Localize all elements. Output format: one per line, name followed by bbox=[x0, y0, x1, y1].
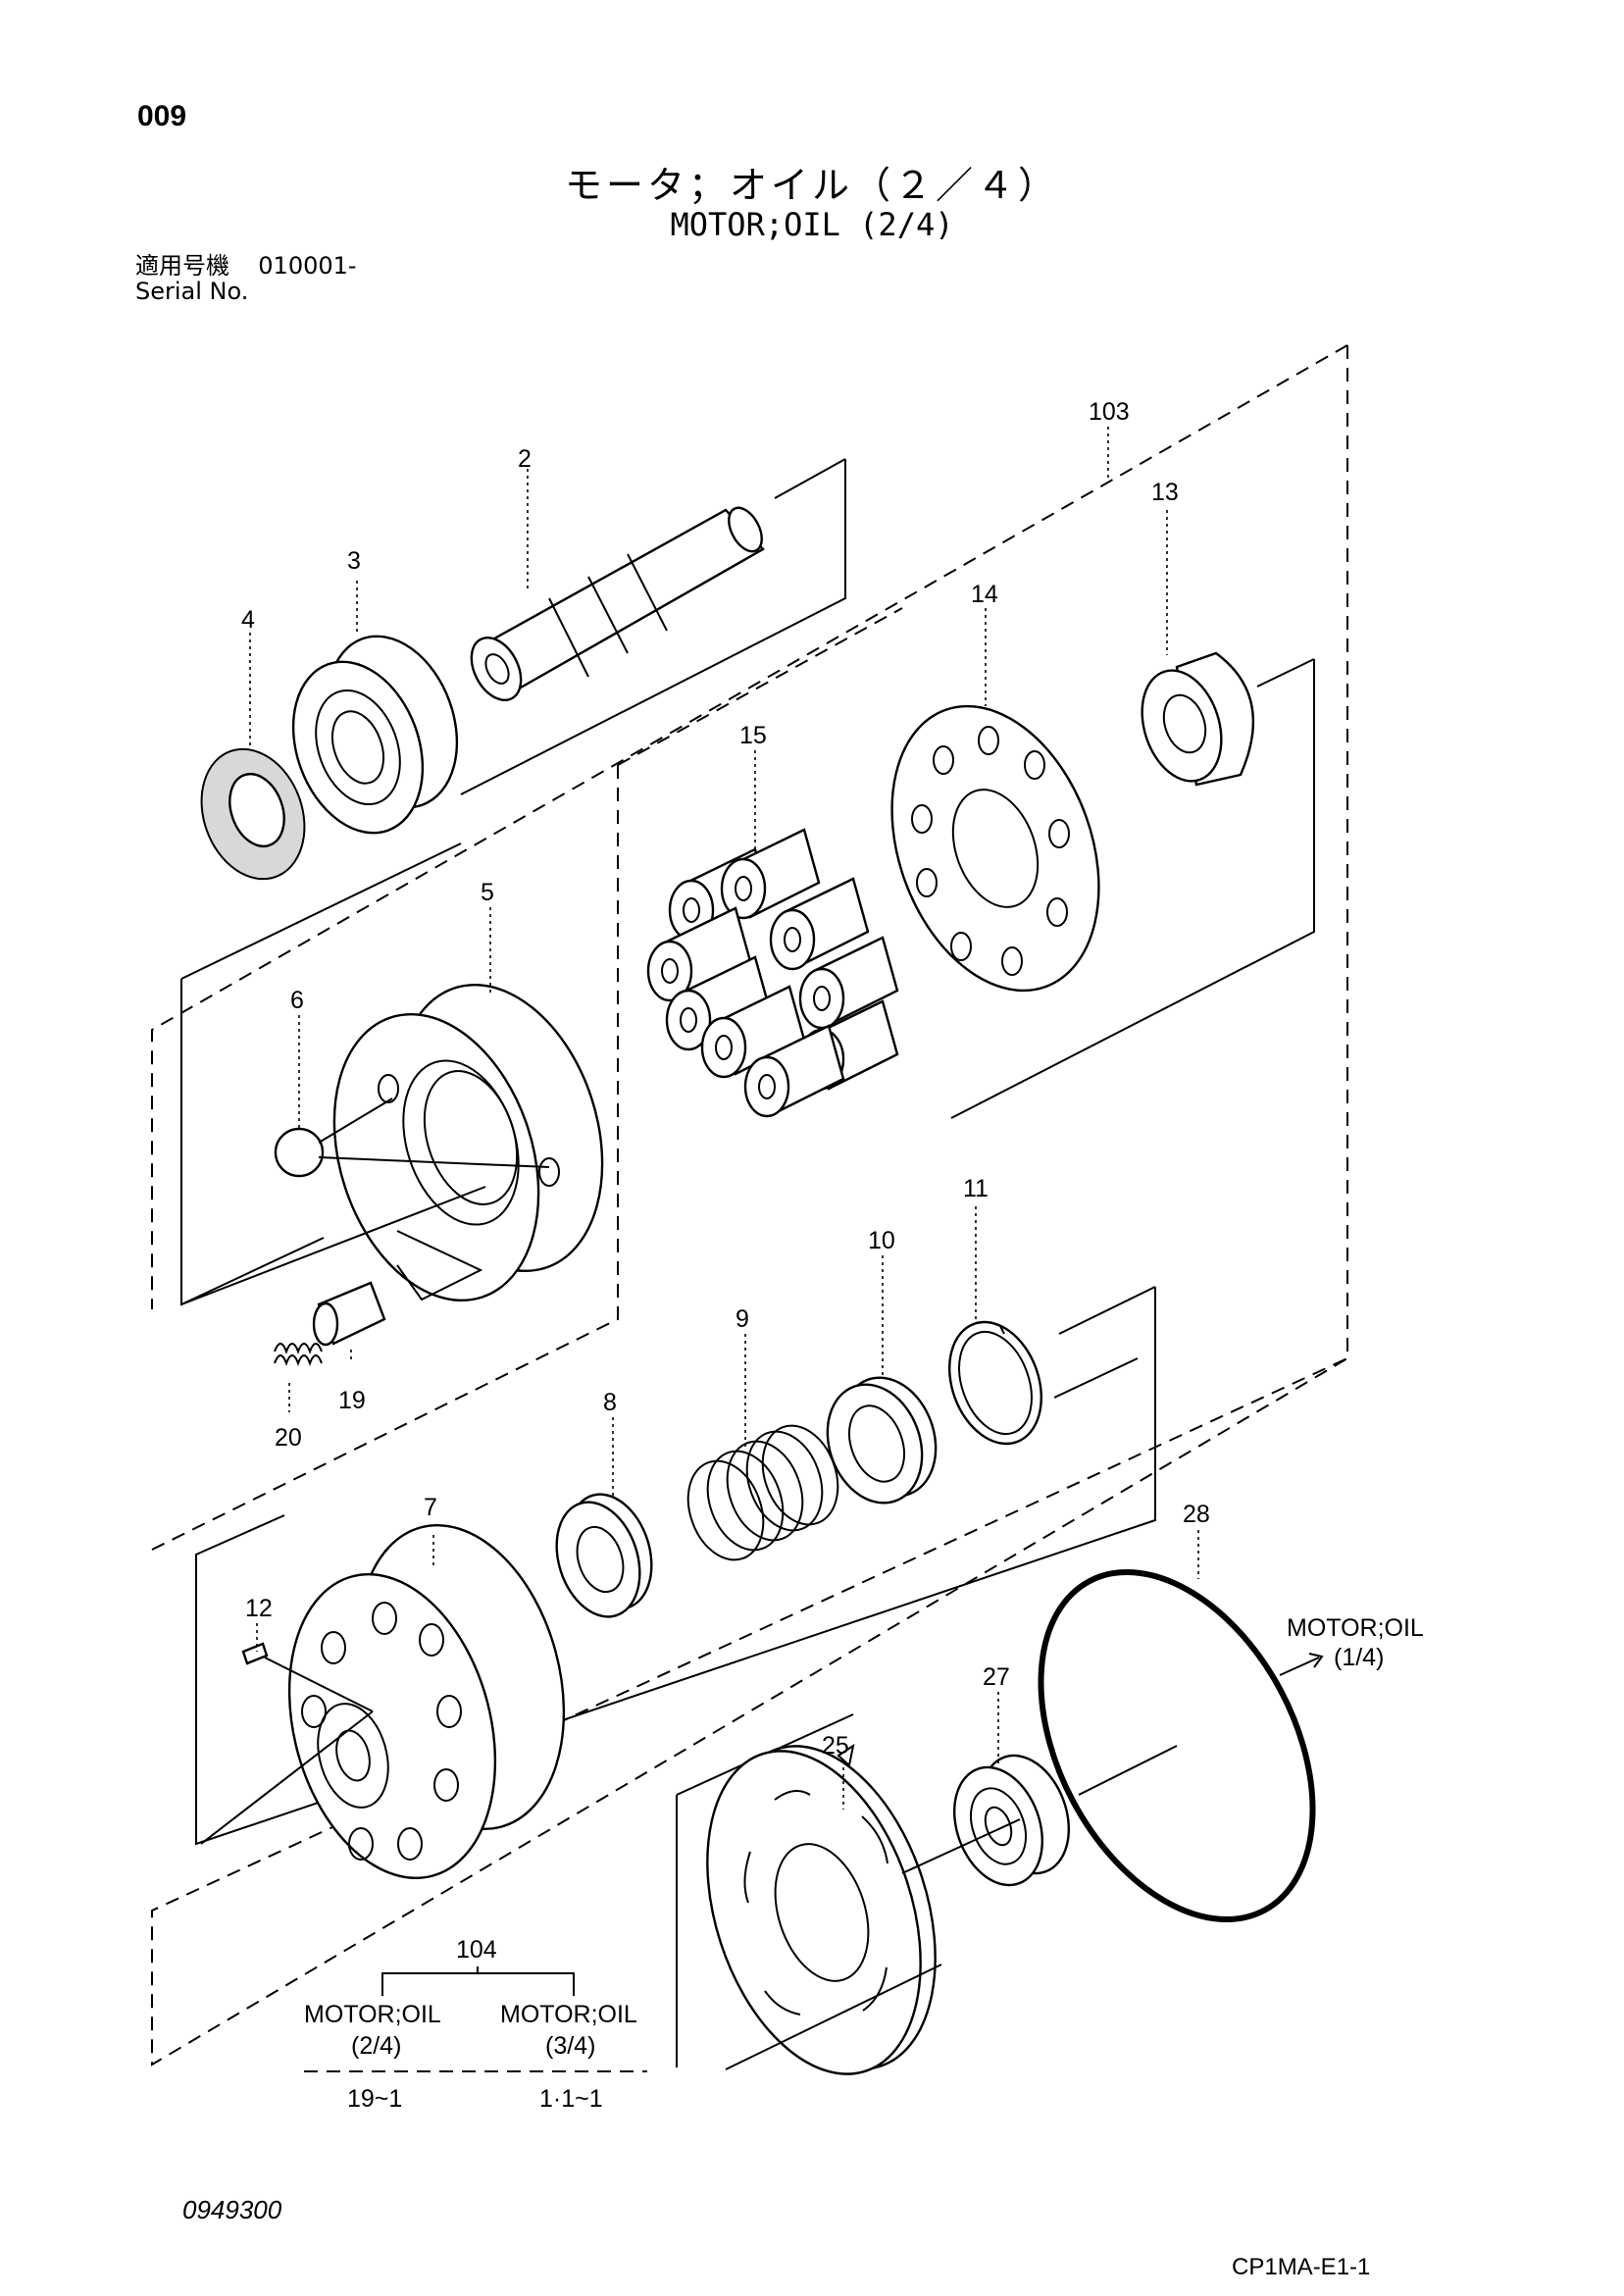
page-title-jp: モータ；オイル（２／４） bbox=[564, 164, 1059, 207]
part-25-valve-plate bbox=[706, 1743, 937, 2075]
callout-2: 2 bbox=[518, 445, 532, 473]
part-11-snap-ring bbox=[948, 1320, 1042, 1446]
ref-2-4-page: (2/4) bbox=[351, 2032, 401, 2060]
callout-8: 8 bbox=[603, 1389, 617, 1416]
piston bbox=[665, 955, 772, 1051]
part-5-housing bbox=[332, 983, 604, 1302]
part-9-spring bbox=[686, 1424, 839, 1561]
page-title-en: MOTOR;OIL (2/4) bbox=[670, 206, 954, 243]
callout-7: 7 bbox=[424, 1494, 437, 1521]
callout-103: 103 bbox=[1089, 398, 1130, 426]
part-2-drive-shaft bbox=[470, 506, 765, 701]
callout-15: 15 bbox=[739, 722, 767, 749]
page-number: 009 bbox=[137, 100, 187, 132]
part-7-cylinder-block bbox=[287, 1524, 566, 1879]
part-4-oil-seal bbox=[200, 747, 306, 881]
part-8-seal bbox=[555, 1493, 653, 1618]
callout-19: 19 bbox=[338, 1387, 366, 1414]
piston bbox=[646, 906, 752, 1002]
ref-2-4-qty: 19~1 bbox=[347, 2085, 402, 2113]
part-28-o-ring bbox=[1038, 1569, 1316, 1922]
piston bbox=[720, 828, 821, 920]
callout-leaders bbox=[249, 427, 1199, 1810]
piston bbox=[743, 1024, 845, 1118]
part-6-leaders bbox=[318, 1097, 550, 1301]
part-15-pistons bbox=[646, 828, 899, 1118]
part-14-retainer-plate bbox=[890, 704, 1100, 993]
part-6-ball bbox=[274, 1127, 325, 1178]
callout-3: 3 bbox=[347, 547, 361, 575]
ref-104-bracket bbox=[381, 1966, 575, 1996]
assembly-axis-lines bbox=[180, 1186, 1178, 2070]
piston bbox=[798, 936, 899, 1030]
doc-number: 0949300 bbox=[182, 2195, 282, 2224]
piston bbox=[769, 877, 870, 971]
shaft-group-frame bbox=[460, 458, 846, 795]
sheet-code: CP1MA-E1-1 bbox=[1232, 2254, 1371, 2280]
serial-block: 適用号機 010001- Serial No. bbox=[135, 253, 357, 304]
ref-1-4-name: MOTOR;OIL bbox=[1287, 1614, 1424, 1642]
part-19-bushing bbox=[312, 1281, 386, 1347]
callout-6: 6 bbox=[290, 987, 304, 1014]
serial-value: 010001- bbox=[258, 252, 357, 280]
ref-3-4-name: MOTOR;OIL bbox=[500, 2001, 637, 2028]
callout-20: 20 bbox=[275, 1424, 302, 1452]
piston bbox=[700, 985, 806, 1079]
callout-4: 4 bbox=[241, 606, 255, 634]
ref-2-4-name: MOTOR;OIL bbox=[304, 2001, 441, 2028]
ref-1-4-page: (1/4) bbox=[1334, 1644, 1384, 1671]
callout-25: 25 bbox=[822, 1732, 849, 1760]
callout-11: 11 bbox=[963, 1175, 989, 1202]
ref-3-4-qty: 1·1~1 bbox=[539, 2085, 603, 2113]
part-27-bearing bbox=[952, 1754, 1071, 1887]
serial-label-en: Serial No. bbox=[135, 278, 249, 305]
callout-9: 9 bbox=[736, 1305, 749, 1333]
callout-13: 13 bbox=[1151, 479, 1179, 506]
assembly-103-boundary bbox=[151, 344, 1348, 2066]
callout-28: 28 bbox=[1183, 1501, 1210, 1528]
callout-10: 10 bbox=[868, 1227, 895, 1254]
part-3-bearing bbox=[291, 635, 459, 835]
cylinder-group-frame bbox=[195, 1286, 1156, 1846]
ref-1-4-arrow bbox=[1279, 1653, 1324, 1676]
callout-12: 12 bbox=[245, 1595, 273, 1622]
part-10-spacer bbox=[826, 1376, 938, 1505]
callout-27: 27 bbox=[983, 1663, 1010, 1691]
callout-5: 5 bbox=[481, 879, 494, 906]
part-13-spherical-bush bbox=[1141, 651, 1255, 787]
piston-group-boundary bbox=[151, 607, 903, 1551]
serial-label-jp: 適用号機 bbox=[135, 252, 229, 280]
callout-104: 104 bbox=[456, 1936, 497, 1964]
plate-group-frame bbox=[950, 658, 1315, 1119]
part-20-spring bbox=[274, 1343, 323, 1366]
callout-14: 14 bbox=[971, 581, 998, 608]
ref-3-4-page: (3/4) bbox=[545, 2032, 595, 2060]
